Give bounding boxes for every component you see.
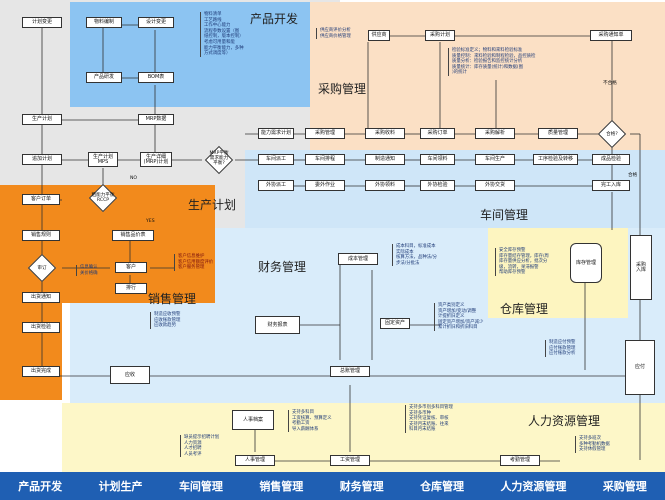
box-bom[interactable]: BOM表: [138, 72, 174, 83]
box-sub-inspect[interactable]: 工序检验及转移: [533, 154, 578, 165]
region-title-hr: 人力资源管理: [528, 414, 601, 428]
footer-warehouse[interactable]: 仓库管理: [420, 480, 465, 493]
box-fin-report[interactable]: 财务报表: [255, 316, 300, 334]
box-personnel[interactable]: 人事管理: [235, 455, 275, 466]
diamond-mrp-balance-label: MRP平衡 需求能力 平衡?: [209, 151, 229, 166]
label-pass: 合格: [628, 173, 638, 178]
box-ship-notice[interactable]: 出货通知: [22, 292, 60, 303]
region-title-finance: 财务管理: [258, 260, 307, 274]
box-add-plan[interactable]: 追加计划: [22, 154, 62, 165]
note-product-dev: 物料清单 工艺路线 工作中心能力 流程参数设置（图 纸控制，版本控制） 考虑可用…: [200, 12, 244, 57]
box-final-inspect[interactable]: 成品检验: [592, 154, 630, 165]
label-yes: YES: [146, 219, 155, 224]
box-sales-rule[interactable]: 销售规则: [22, 230, 60, 241]
box-mps[interactable]: 生产计划 MPS: [88, 152, 118, 167]
note-payable: 制造应付预警 应付账款管理 应付账款分析: [545, 340, 575, 357]
label-unqualified: 不合格: [603, 81, 617, 86]
box-product-dev[interactable]: 产品研发: [86, 72, 122, 83]
diamond-sales-check-label: 审订: [37, 266, 47, 271]
box-ws-dispatch[interactable]: 车间派工: [258, 154, 294, 165]
box-prod-plan[interactable]: 生产计划: [22, 114, 62, 125]
box-fixed-assets[interactable]: 固定资产: [380, 318, 410, 329]
footer-workshop[interactable]: 车间管理: [178, 480, 223, 493]
note-hr: 支持多科目 工资核算、预算定义 考勤工资 导入薪酬体系: [288, 410, 332, 433]
box-out-dispatch[interactable]: 外协派工: [258, 180, 294, 191]
box-gl[interactable]: 总账管理: [330, 366, 370, 377]
box-review[interactable]: 排行: [115, 283, 147, 294]
footer-product-dev[interactable]: 产品开发: [18, 480, 63, 493]
box-detail-plan[interactable]: 生产详细 (MRP)计划: [140, 152, 172, 167]
box-material-code[interactable]: 物料编制: [86, 17, 122, 28]
connector-lines: [41, 20, 641, 462]
box-purchase-in[interactable]: 采购 入库: [630, 235, 652, 300]
region-title-purchasing: 采购管理: [318, 82, 367, 96]
box-hr-archive[interactable]: 人事档案: [232, 410, 274, 430]
footer-hr[interactable]: 人力资源管理: [500, 480, 567, 493]
footer-purchasing[interactable]: 采购管理: [602, 480, 647, 493]
diamond-qualified-label: 合格?: [606, 132, 618, 137]
footer-planning[interactable]: 计划生产: [98, 480, 143, 493]
box-ws-production[interactable]: 车间生产: [475, 154, 515, 165]
box-receipts[interactable]: 应收: [110, 366, 150, 384]
box-sales-price[interactable]: 销售品价表: [112, 230, 154, 241]
box-p-reply[interactable]: 采购解析: [475, 128, 515, 139]
box-payroll[interactable]: 工资管理: [330, 455, 370, 466]
box-plan-change[interactable]: 计划变更: [22, 17, 62, 28]
diamond-rccp-label: 粗能力平衡 RCCP: [91, 193, 115, 203]
box-ws-material[interactable]: 车间领料: [420, 154, 455, 165]
box-cust-order[interactable]: 客户订单: [22, 194, 60, 205]
box-inventory[interactable]: 库存管理: [570, 243, 602, 283]
warehouse-region: [488, 228, 628, 318]
box-cost-mgmt[interactable]: 成本管理: [338, 253, 378, 265]
box-stock-in[interactable]: 完工入库: [592, 180, 630, 191]
note-cost: 成本科目，标准成本 实际成本 核算方法，品种法/分 步法/分批法: [392, 244, 437, 267]
box-ship-check[interactable]: 出货检验: [22, 322, 60, 333]
note-sales: 客户信息维护 客户信用额度评价 客户服务管理: [174, 254, 213, 271]
note-receipts: 制造应收预警 应收账款管理 应收款趋势: [150, 312, 180, 329]
box-mrp[interactable]: MRP数据: [138, 114, 174, 125]
region-title-product-dev: 产品开发: [250, 12, 299, 26]
box-quality[interactable]: 质量管理: [538, 128, 578, 139]
box-out-delivery[interactable]: 外协交货: [475, 180, 515, 191]
note-sales2: 信息确认 关价格确: [76, 265, 98, 277]
box-out-material[interactable]: 外协领料: [365, 180, 405, 191]
note-warehouse: 安全库存预警 库存量结存管理，库存/周 库存量供应分析，批次分 级，流转，呆滞报…: [495, 248, 549, 276]
box-p-order[interactable]: 采购订单: [420, 128, 455, 139]
box-purchase-notice[interactable]: 采购通知单: [590, 30, 632, 41]
box-design-change[interactable]: 设计变更: [138, 17, 174, 28]
note-purchase-check: 检验标准定义；物料和来料检验标准 质量控制：来料检验和制程检验，品控质检 质量分…: [448, 48, 535, 76]
region-title-warehouse: 仓库管理: [500, 302, 549, 316]
note-hr-plan: 缺员提示招聘计划 人力资源 人才招聘 人员考评: [180, 435, 219, 458]
box-ship-done[interactable]: 出货完成: [22, 366, 60, 377]
region-title-sales: 销售管理: [148, 292, 197, 306]
box-customer[interactable]: 客户: [115, 262, 147, 273]
region-title-workshop: 车间管理: [480, 208, 529, 222]
box-ws-schedule[interactable]: 车间排程: [305, 154, 345, 165]
note-gl: 支持多币别多科目管理 支持多币种 支持凭证复核、审核 支持月末结账、往来 科目月…: [405, 405, 453, 433]
note-attendance: 支持多班次 多种考勤机数据 支持休假管理: [575, 436, 610, 453]
box-attendance[interactable]: 考勤管理: [500, 455, 540, 466]
box-purchase-plan[interactable]: 采购计划: [425, 30, 455, 41]
note-assets: 资产类别定义 资产增加/变动/调整 计提折旧定义 固定资产增加/资产减少 累计折…: [434, 303, 483, 331]
footer-nav: 产品开发 计划生产 车间管理 销售管理 财务管理 仓库管理 人力资源管理 采购管…: [0, 472, 665, 500]
footer-finance[interactable]: 财务管理: [339, 480, 384, 493]
box-out-test[interactable]: 外协检验: [420, 180, 455, 191]
box-capacity-plan[interactable]: 能力需求计划: [258, 128, 294, 139]
box-payable[interactable]: 应付: [625, 340, 655, 395]
footer-sales[interactable]: 销售管理: [259, 480, 304, 493]
label-no: NO: [130, 176, 138, 181]
box-p-manage[interactable]: 采购管理: [305, 128, 345, 139]
box-p-receive[interactable]: 采购收料: [365, 128, 405, 139]
note-purchase-top: 供应商评价分析 供应商价格管理: [316, 28, 351, 40]
box-out-job[interactable]: 委外作业: [305, 180, 345, 191]
region-title-production-plan: 生产计划: [188, 198, 237, 212]
box-prod-notice[interactable]: 制造通知: [365, 154, 405, 165]
box-supplier[interactable]: 供应商: [368, 30, 390, 41]
